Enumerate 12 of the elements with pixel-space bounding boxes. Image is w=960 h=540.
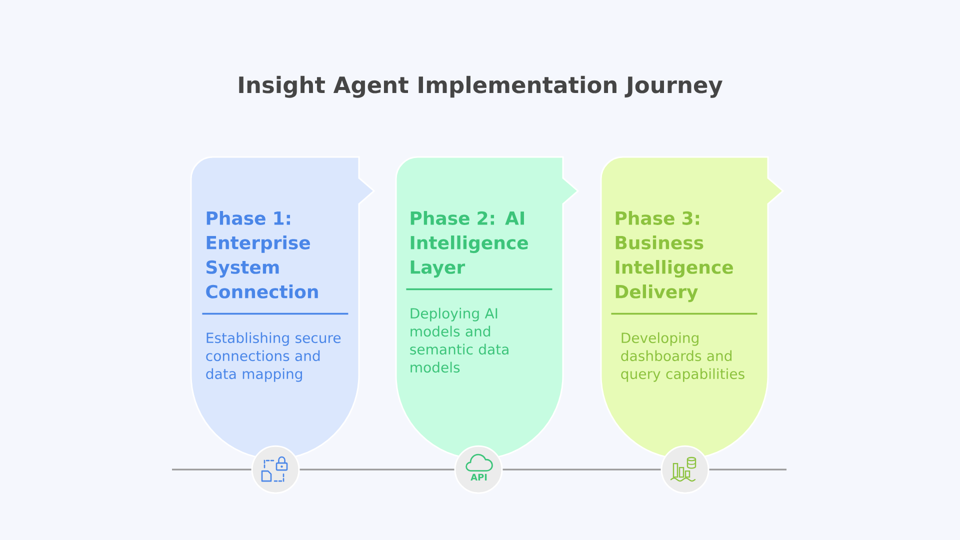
title: Insight Agent Implementation Journey bbox=[239, 76, 722, 98]
phase-heading: Phase 2: AI Intelligence Layer bbox=[410, 211, 528, 278]
timeline-line bbox=[300, 468, 454, 470]
phase-description: Developing dashboards and query capabilities bbox=[621, 332, 744, 382]
phase-description: Establishing secure connections and data mapping bbox=[206, 332, 341, 382]
timeline-line bbox=[709, 468, 786, 470]
phase-description: Deploying AI models and semantic data models bbox=[410, 308, 508, 373]
phase-heading: Phase 1: Enterprise System Connection bbox=[206, 211, 318, 298]
timeline-line bbox=[502, 468, 661, 470]
icon-text: API bbox=[470, 474, 487, 480]
timeline-line bbox=[172, 468, 252, 470]
phase-heading: Phase 3: Business Intelligence Delivery bbox=[616, 211, 733, 302]
